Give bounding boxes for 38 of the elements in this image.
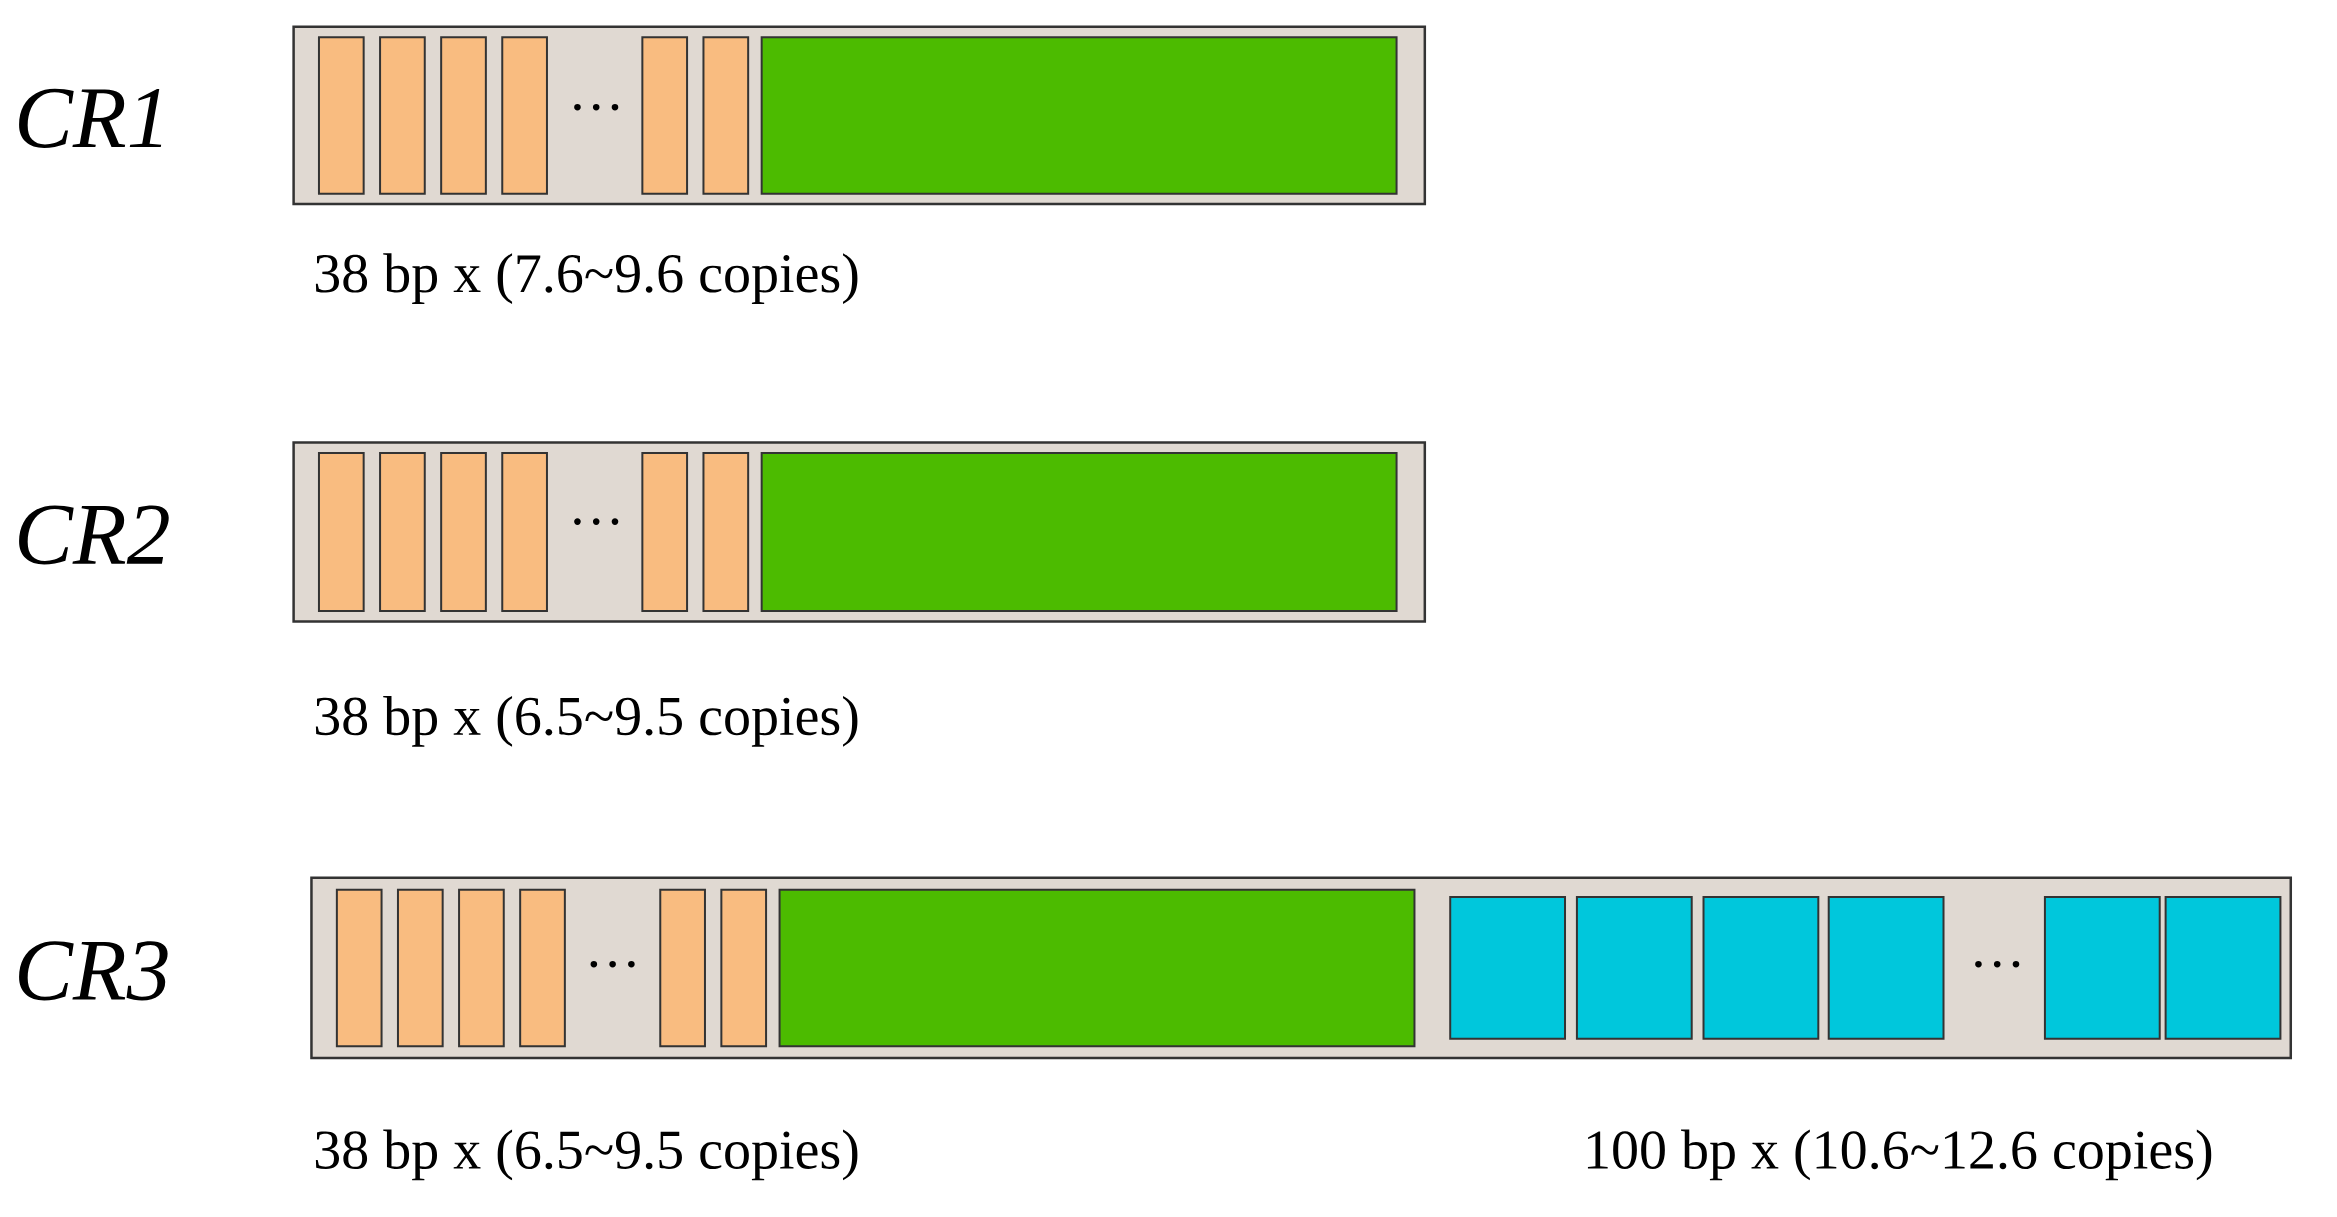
repeat-unit-box — [317, 452, 365, 612]
ellipsis: … — [574, 518, 619, 525]
repeat-caption: 38 bp x (7.6~9.6 copies) — [315, 253, 858, 304]
repeat-unit-box — [458, 888, 505, 1048]
repeat-unit-box — [641, 36, 689, 195]
repeat-unit-box — [379, 36, 426, 195]
repeat-unit-box — [1702, 896, 1820, 1040]
repeat-unit-box — [2164, 896, 2282, 1040]
repeat-unit-box — [1827, 896, 1945, 1040]
repeat-unit-box — [1449, 896, 1566, 1040]
repeat-unit-box — [440, 452, 487, 612]
repeat-unit-box — [641, 452, 689, 612]
region-label: CR1 — [19, 88, 162, 148]
repeat-unit-box — [501, 36, 548, 195]
repeat-unit-box — [1575, 896, 1693, 1040]
repeat-unit-box — [317, 36, 365, 195]
repeat-caption: 100 bp x (10.6~12.6 copies) — [1587, 1129, 2212, 1181]
region-label: CR2 — [19, 505, 169, 565]
repeat-unit-box — [702, 36, 750, 195]
repeat-unit-box — [396, 888, 444, 1048]
repeat-caption: 38 bp x (6.5~9.5 copies) — [315, 1129, 858, 1181]
repeat-unit-box — [702, 452, 750, 612]
repeat-caption: 38 bp x (6.5~9.5 copies) — [315, 695, 858, 747]
central-domain-box — [760, 452, 1398, 612]
repeat-unit-box — [720, 888, 768, 1048]
repeat-unit-box — [335, 888, 383, 1048]
repeat-unit-box — [519, 888, 566, 1048]
ellipsis: … — [590, 960, 635, 968]
ellipsis: … — [574, 103, 619, 111]
repeat-unit-box — [379, 452, 426, 612]
central-domain-box — [778, 888, 1416, 1048]
region-label: CR3 — [19, 941, 168, 1001]
ellipsis: … — [1975, 960, 2020, 968]
repeat-unit-box — [659, 888, 706, 1048]
repeat-unit-box — [2043, 896, 2161, 1040]
repeat-unit-box — [440, 36, 487, 195]
central-domain-box — [760, 36, 1398, 195]
repeat-unit-box — [501, 452, 548, 612]
